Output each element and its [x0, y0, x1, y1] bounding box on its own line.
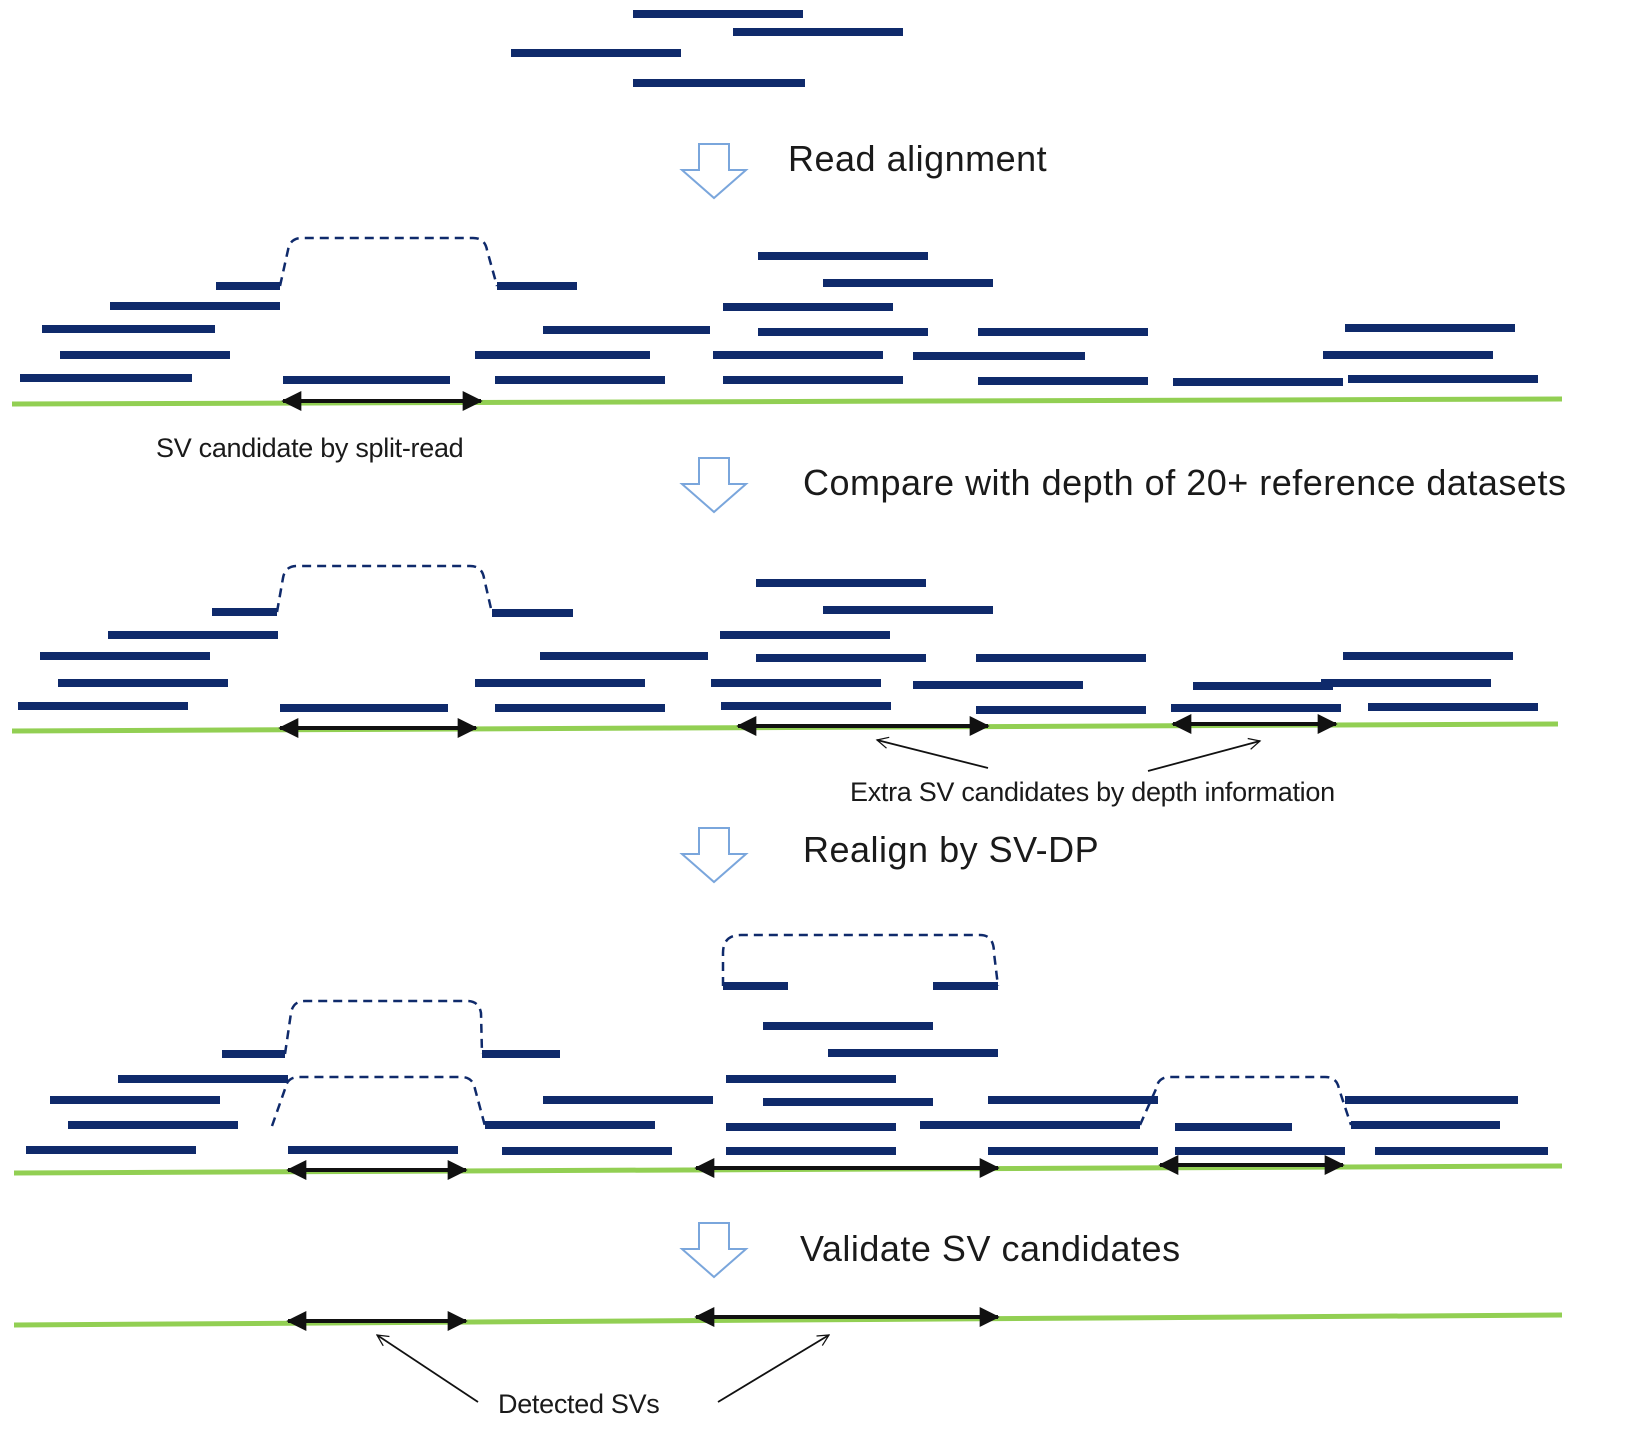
- split-read-connector: [278, 236, 499, 287]
- step-realign: Realign by SV-DP: [803, 829, 1100, 870]
- split-read-connector: [283, 999, 484, 1055]
- pointer-arrow: [375, 1334, 479, 1403]
- split-read-connector: [1138, 1075, 1353, 1126]
- annotation-detected: Detected SVs: [498, 1389, 660, 1419]
- step-read-alignment: Read alignment: [788, 138, 1048, 179]
- flow-down-arrow-icon: [679, 143, 749, 200]
- pointer-arrow: [1147, 737, 1262, 772]
- pointer-arrow: [717, 1334, 831, 1403]
- flow-down-arrow-icon: [679, 827, 749, 884]
- flow-down-arrow-icon: [679, 1222, 749, 1279]
- split-read-connector: [275, 564, 494, 614]
- annotation-split-read: SV candidate by split-read: [156, 433, 464, 463]
- annotation-extra-depth: Extra SV candidates by depth information: [850, 777, 1335, 807]
- step-compare-depth: Compare with depth of 20+ reference data…: [803, 462, 1567, 503]
- split-read-connector: [270, 1075, 487, 1127]
- flow-down-arrow-icon: [679, 457, 749, 514]
- split-read-connector: [721, 933, 1000, 987]
- step-validate: Validate SV candidates: [800, 1228, 1181, 1269]
- pointer-arrow: [875, 736, 989, 769]
- reference-genome-line: [11, 396, 1563, 407]
